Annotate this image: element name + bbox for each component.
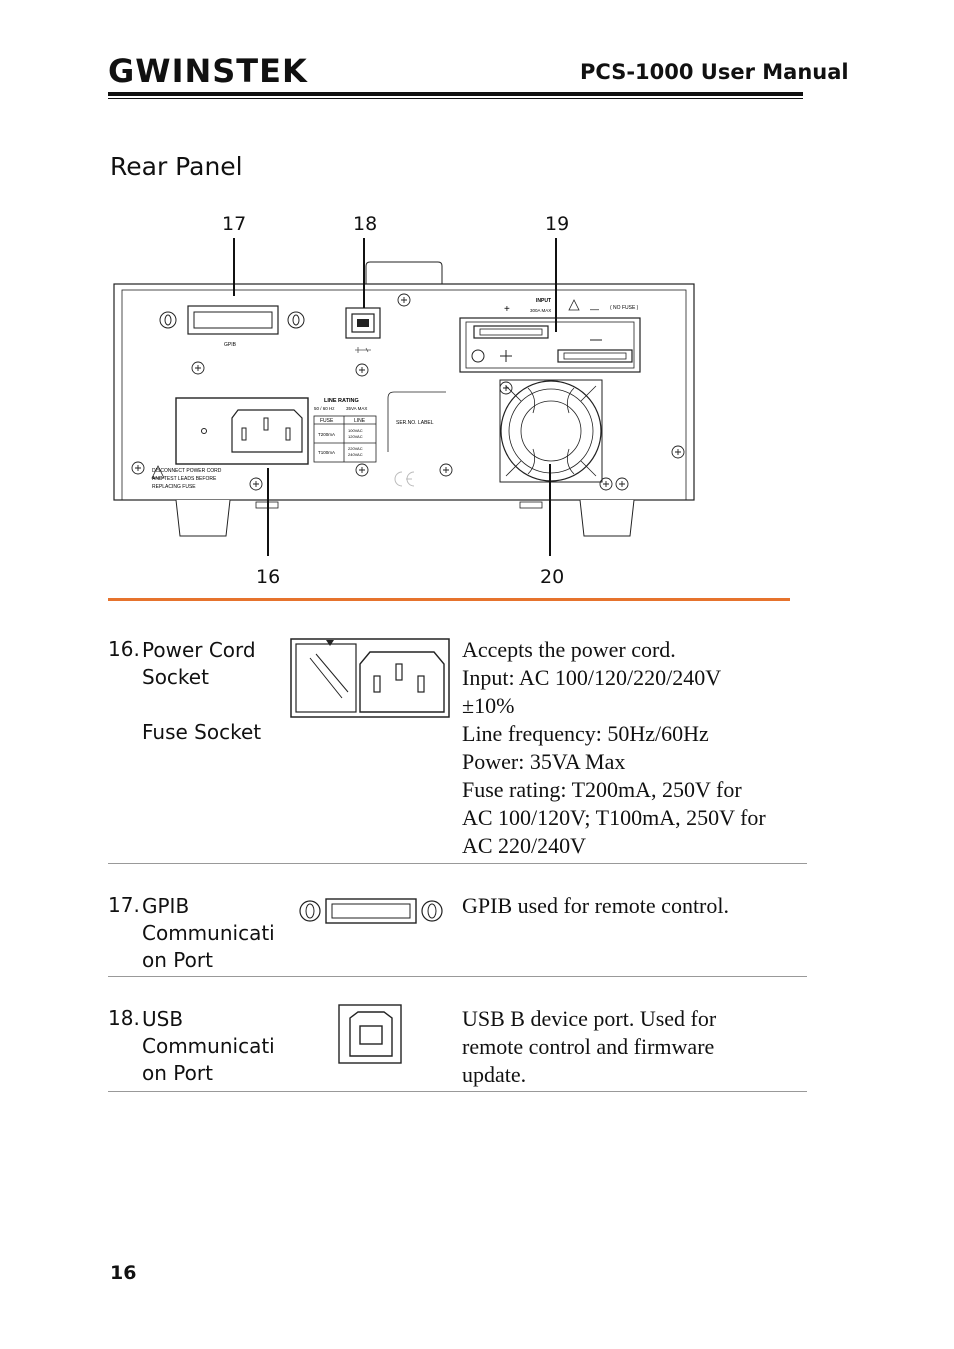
callout-17: 17 xyxy=(222,213,247,235)
svg-text:100VAC: 100VAC xyxy=(348,428,363,433)
callout-19: 19 xyxy=(545,213,570,235)
row-divider xyxy=(108,1091,807,1092)
callout-leader-lines xyxy=(233,238,557,556)
item-17-number: 17. xyxy=(108,893,140,917)
input-terminal-figure: INPUT 300A MAX ( NO FUSE ) + — xyxy=(459,298,641,373)
page-number: 16 xyxy=(110,1262,137,1284)
gpib-connector-figure: GPIB xyxy=(159,305,305,348)
svg-text:+: + xyxy=(504,304,510,315)
rear-panel-diagram: GPIB DISCONNECT POWER CORD AND TEST LEAD… xyxy=(113,238,695,556)
header-rule-thin xyxy=(108,98,803,99)
svg-text:35VA MAX: 35VA MAX xyxy=(346,406,367,411)
callout-18: 18 xyxy=(353,213,378,235)
svg-text:50 / 60 Hz: 50 / 60 Hz xyxy=(314,406,335,411)
item-17-label: GPIB Communicati on Port xyxy=(142,894,275,972)
svg-text:T200mA: T200mA xyxy=(318,432,335,437)
item-16-label: Power Cord Socket Fuse Socket xyxy=(142,638,262,744)
header-rule xyxy=(108,92,803,96)
callout-20: 20 xyxy=(540,566,565,588)
item-18-description: USB B device port. Used for remote contr… xyxy=(462,1006,717,1087)
power-socket-figure xyxy=(175,397,309,465)
row-divider xyxy=(108,976,807,977)
svg-text:DISCONNECT POWER CORD: DISCONNECT POWER CORD xyxy=(152,468,222,474)
svg-text:AND TEST LEADS BEFORE: AND TEST LEADS BEFORE xyxy=(152,476,217,482)
svg-text:T100mA: T100mA xyxy=(318,450,335,455)
section-title: Rear Panel xyxy=(110,152,243,181)
line-rating-table: LINE RATING 50 / 60 Hz 35VA MAX FUSE LIN… xyxy=(313,398,377,463)
svg-text:FUSE: FUSE xyxy=(320,418,334,424)
item-18-number: 18. xyxy=(108,1006,140,1030)
svg-text:INPUT: INPUT xyxy=(536,298,551,304)
svg-text:220VAC: 220VAC xyxy=(348,446,363,451)
svg-text:240VAC: 240VAC xyxy=(348,452,363,457)
item-18-label: USB Communicati on Port xyxy=(142,1007,275,1085)
callout-16: 16 xyxy=(256,566,281,588)
svg-text:—: — xyxy=(590,304,599,314)
row-divider xyxy=(108,863,807,864)
item-17-description: GPIB used for remote control. xyxy=(462,893,729,918)
svg-text:LINE RATING: LINE RATING xyxy=(324,398,359,404)
section-divider xyxy=(108,598,790,601)
gpib-port-image xyxy=(299,898,443,924)
gpib-label: GPIB xyxy=(224,342,237,348)
item-16-description: Accepts the power cord. Input: AC 100/12… xyxy=(462,637,766,858)
usb-port-image xyxy=(338,1004,402,1064)
manual-title: PCS-1000 User Manual xyxy=(580,60,849,84)
svg-text:120VAC: 120VAC xyxy=(348,434,363,439)
svg-text:LINE: LINE xyxy=(354,418,366,424)
item-16-label-extra: Fuse Socket xyxy=(142,720,262,744)
item-16-number: 16. xyxy=(108,637,140,661)
svg-text:( NO FUSE ): ( NO FUSE ) xyxy=(610,305,639,311)
svg-text:300A MAX: 300A MAX xyxy=(530,308,551,313)
svg-text:REPLACING FUSE: REPLACING FUSE xyxy=(152,484,196,490)
svg-text:SER.NO. LABEL: SER.NO. LABEL xyxy=(396,420,434,426)
brand-logo: GWINSTEK xyxy=(108,52,308,90)
power-socket-image xyxy=(290,638,450,718)
